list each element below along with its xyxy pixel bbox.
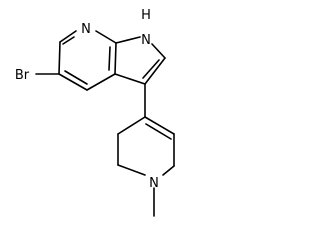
bond-c6prime-n1prime xyxy=(162,165,175,176)
bond-c4prime-c5prime-double xyxy=(145,123,172,140)
chemical-structure-diagram: N H N Br N xyxy=(15,8,175,217)
bond-c2-c3 xyxy=(144,57,166,85)
bond-c3a-c7a xyxy=(114,42,117,75)
tetrahydropyridine-ring xyxy=(117,116,175,176)
bond-c5-c4 xyxy=(58,73,88,91)
bond-n7-c6-double xyxy=(62,36,75,45)
bond-c6-c5 xyxy=(58,41,61,75)
atom-label-tetrahydropyridine-n: N xyxy=(149,176,159,191)
atom-label-pyrrole-n: N xyxy=(141,33,151,48)
bond-c3-c3a xyxy=(114,73,146,85)
pyrrole-ring xyxy=(114,36,166,85)
bond-n1-c2 xyxy=(151,43,166,59)
bond-c5-c4-double xyxy=(64,70,88,85)
bond-c2-c3-double xyxy=(142,59,160,79)
bond-c3a-c7a-double xyxy=(108,46,111,71)
pyridine-ring xyxy=(58,30,117,91)
bond-c7a-n7 xyxy=(95,30,117,44)
bond-c7a-n1 xyxy=(115,36,141,44)
bond-c4prime-c5prime xyxy=(144,116,175,135)
atom-label-pyridine-n: N xyxy=(81,22,91,37)
atom-label-bromine: Br xyxy=(15,68,30,83)
bond-c3prime-c4prime xyxy=(117,116,146,135)
bond-n7-c6 xyxy=(59,30,77,43)
bond-n1prime-c2prime xyxy=(117,164,146,176)
atom-label-pyrrole-h: H xyxy=(141,8,151,23)
bond-c4-c3a xyxy=(86,73,116,91)
